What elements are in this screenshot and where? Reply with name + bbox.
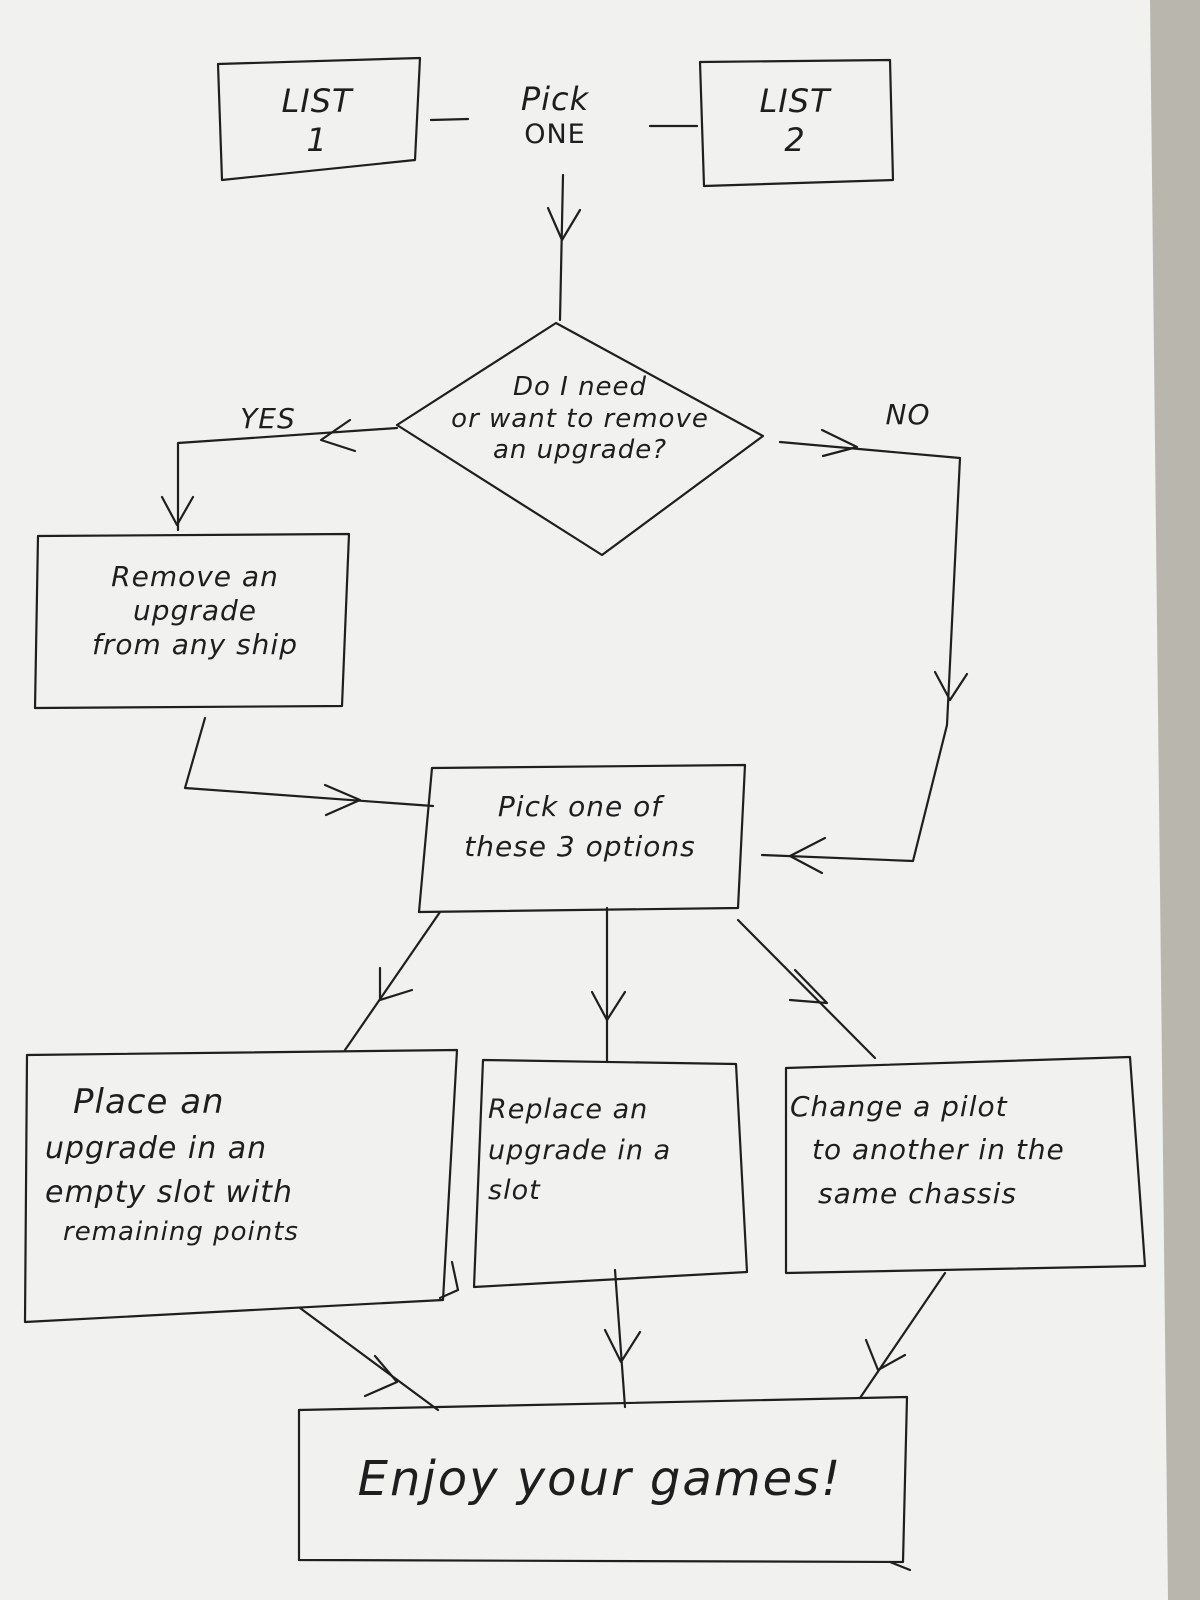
place-upgrade-line-1: Place an: [73, 1082, 225, 1122]
place-upgrade-label: Place an upgrade in an empty slot with r…: [45, 1078, 440, 1252]
change-pilot-label: Change a pilot to another in the same ch…: [790, 1085, 1130, 1215]
decision-line-2: or want to remove: [451, 403, 709, 434]
list-connectors: [429, 117, 699, 128]
list1-box: [216, 56, 422, 182]
place-upgrade-line-3: empty slot with: [45, 1174, 294, 1210]
no-branch-arrow: [760, 428, 969, 875]
change-pilot-box: [784, 1055, 1147, 1275]
change-pilot-line-2: to another in the: [812, 1133, 1065, 1167]
remove-upgrade-label: Remove an upgrade from any ship: [55, 560, 335, 662]
pick-to-decision-arrow: [546, 173, 582, 322]
pick-one-line-2: ONE: [524, 119, 586, 151]
decision-line-1: Do I need: [512, 372, 648, 402]
options-to-enjoy-arrows: [298, 1268, 947, 1412]
decision-diamond: [395, 321, 765, 557]
remove-upgrade-line-1: Remove an: [111, 560, 279, 593]
pick-three-box: [417, 763, 747, 914]
remove-upgrade-line-3: from any ship: [92, 628, 298, 662]
list2-line-1: LIST: [759, 82, 831, 120]
decision-label: Do I need or want to remove an upgrade?: [420, 372, 740, 467]
remove-upgrade-line-2: upgrade: [133, 594, 257, 628]
enjoy-box: [297, 1395, 909, 1564]
pick-to-options-arrows: [343, 906, 877, 1064]
place-upgrade-box: [23, 1048, 459, 1324]
list2-line-2: 2: [784, 121, 806, 160]
change-pilot-line-3: same chassis: [818, 1176, 1017, 1210]
change-pilot-line-1: Change a pilot: [790, 1090, 1008, 1123]
replace-upgrade-line-3: slot: [488, 1175, 541, 1206]
no-text: NO: [885, 398, 931, 431]
list1-line-1: LIST: [281, 82, 353, 120]
remove-upgrade-box: [33, 532, 351, 710]
place-box-corner-mark: [438, 1260, 460, 1300]
pick-three-line-1: Pick one of: [497, 790, 663, 823]
list1-line-2: 1: [306, 121, 328, 160]
decision-line-3: an upgrade?: [492, 435, 668, 466]
enjoy-label: Enjoy your games!: [305, 1450, 895, 1509]
yes-label: YES: [228, 402, 308, 436]
place-upgrade-line-2: upgrade in an: [45, 1131, 268, 1167]
list2-label: LIST 2: [710, 82, 880, 160]
pick-one-line-1: Pick: [520, 80, 590, 118]
place-upgrade-line-4: remaining points: [63, 1217, 299, 1248]
replace-upgrade-line-1: Replace an: [488, 1094, 649, 1125]
remove-to-pick-arrow: [183, 716, 435, 817]
list1-label: LIST 1: [232, 82, 402, 160]
yes-branch-arrow: [160, 418, 399, 532]
replace-upgrade-label: Replace an upgrade in a slot: [488, 1090, 733, 1212]
enjoy-box-tail: [888, 1560, 912, 1572]
replace-upgrade-line-2: upgrade in a: [488, 1134, 672, 1166]
replace-upgrade-box: [472, 1058, 749, 1289]
pick-three-label: Pick one of these 3 options: [435, 790, 725, 864]
list2-box: [698, 58, 895, 188]
no-label: NO: [868, 398, 948, 432]
enjoy-line-1: Enjoy your games!: [357, 1451, 843, 1507]
pick-one-label: Pick ONE: [480, 80, 630, 152]
pick-three-line-2: these 3 options: [464, 830, 696, 864]
yes-text: YES: [240, 402, 296, 435]
